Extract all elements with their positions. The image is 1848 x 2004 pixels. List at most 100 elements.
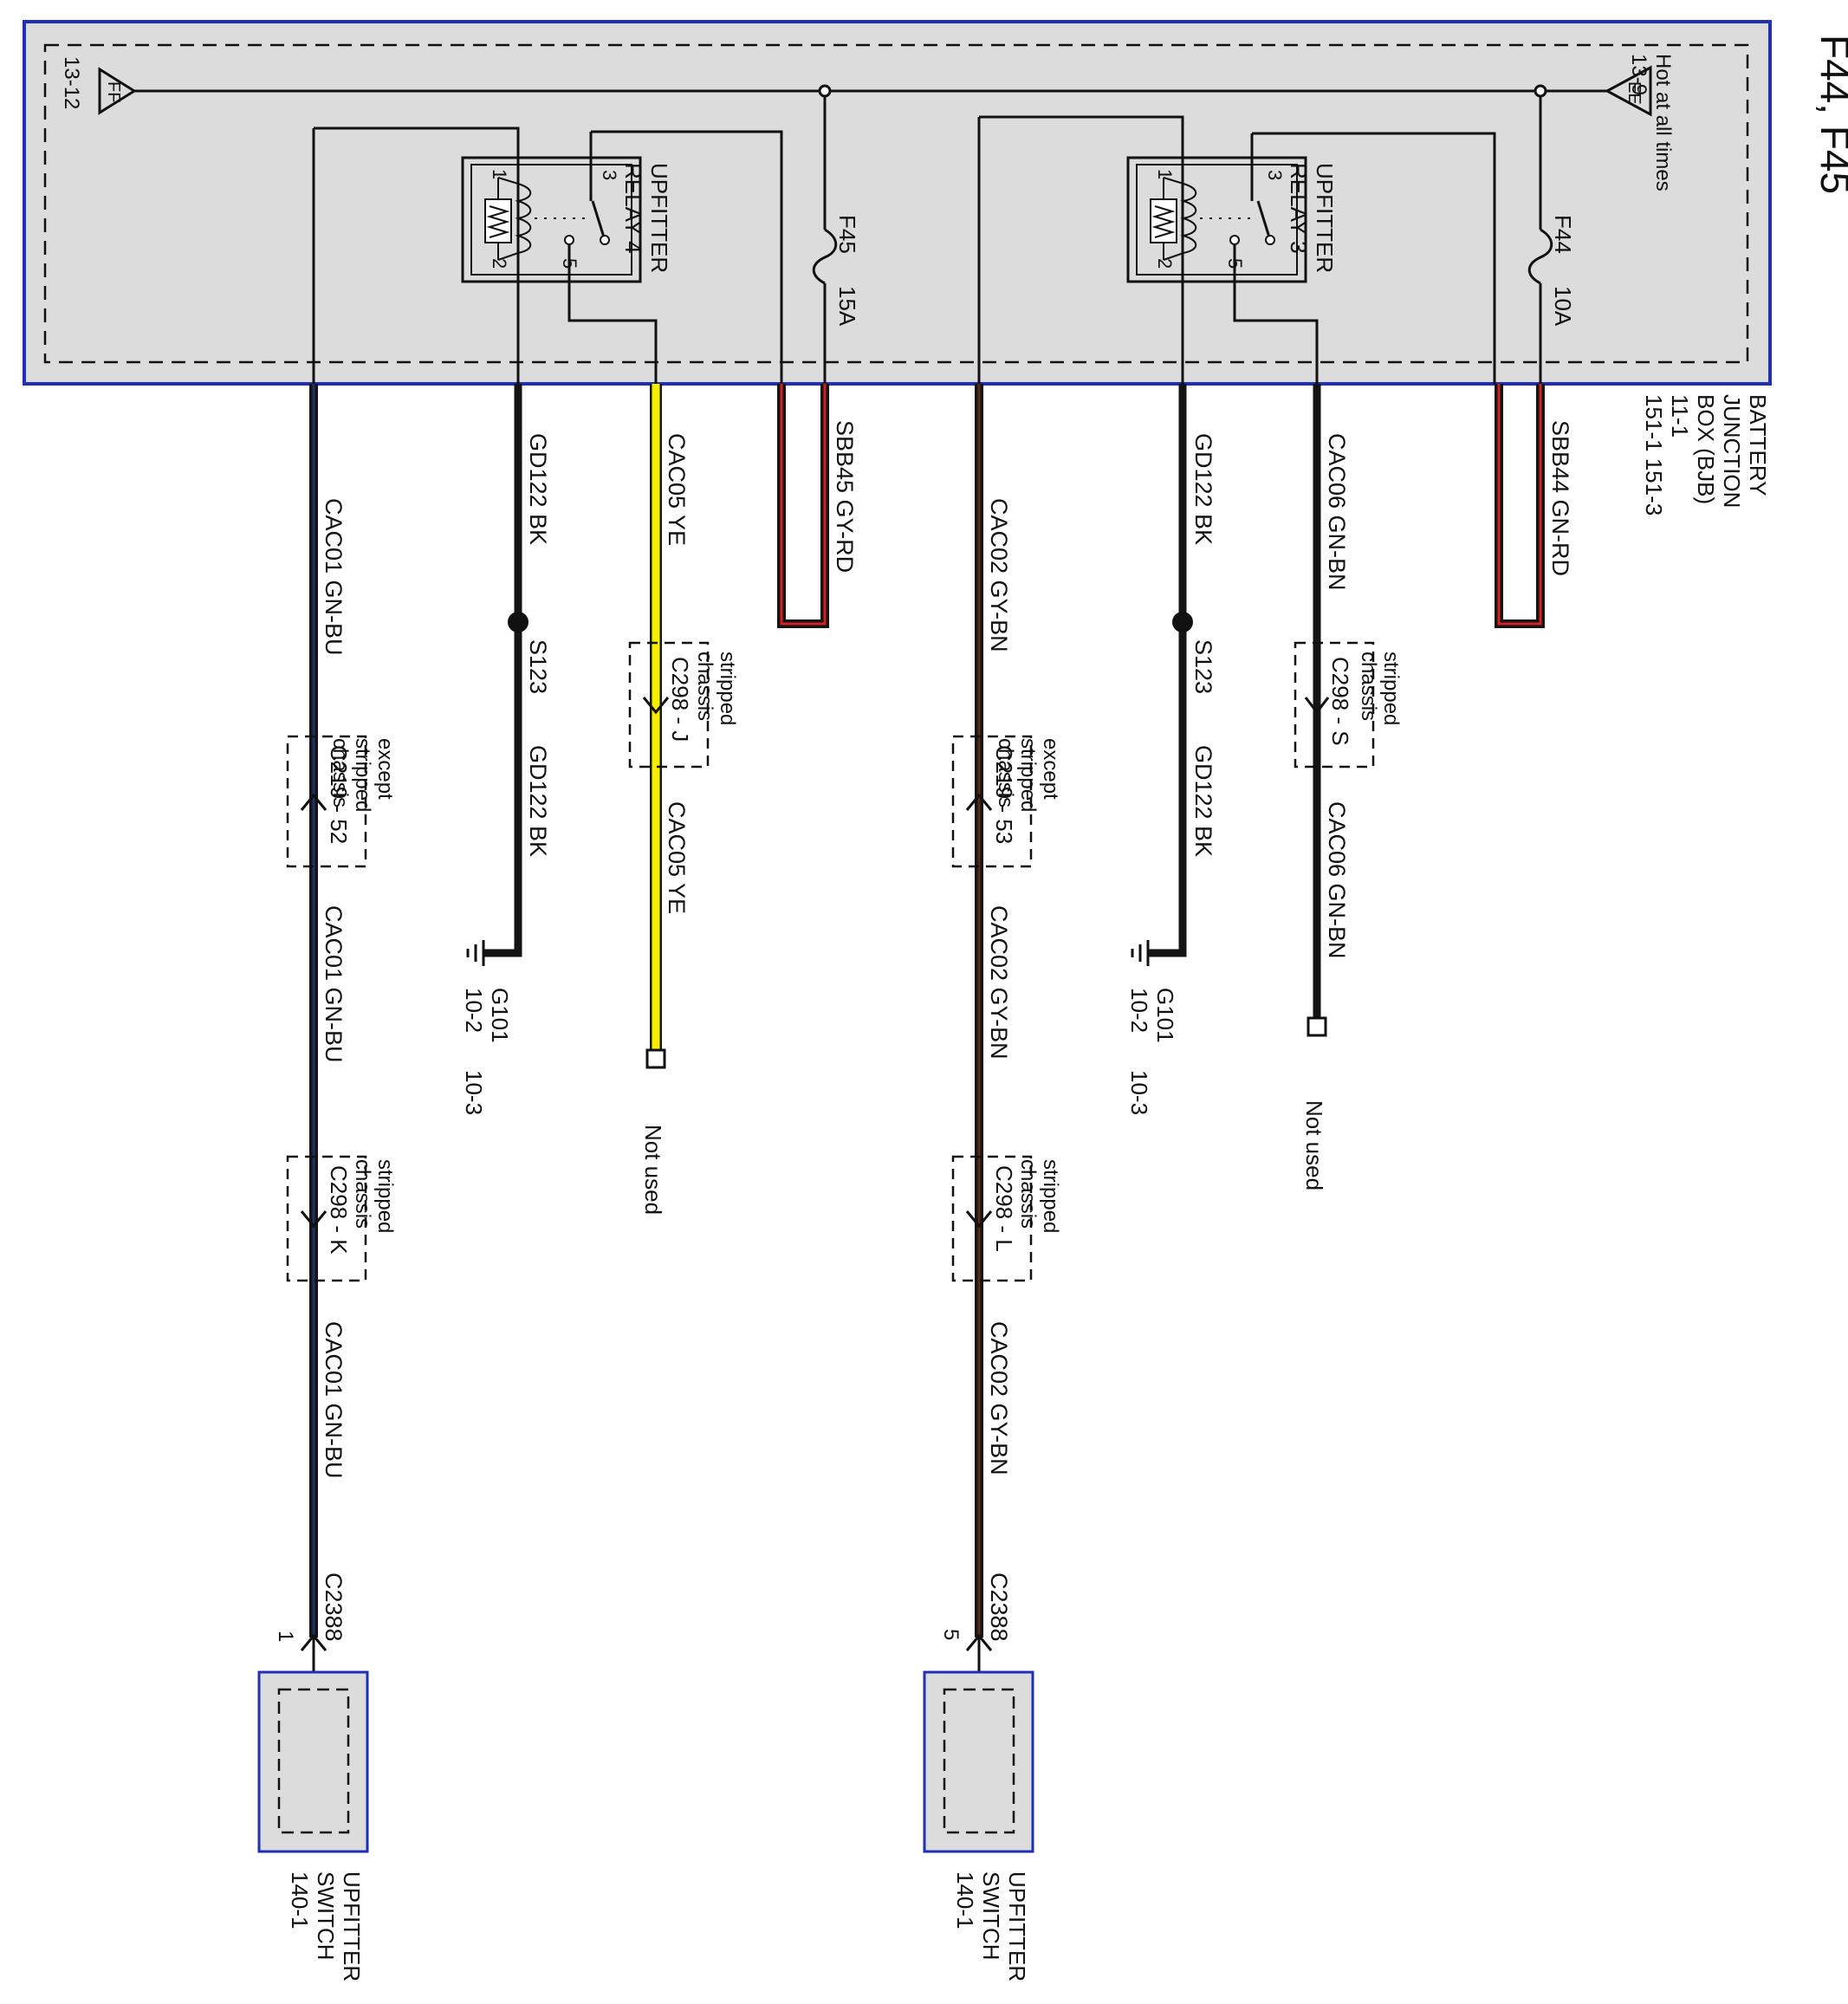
- connector-c298-l: [951, 1155, 1033, 1282]
- svg-text:exceptstrippedchassis: exceptstrippedchassis: [994, 738, 1062, 812]
- svg-text:1: 1: [489, 169, 510, 179]
- svg-text:140-1: 140-1: [952, 1871, 978, 1929]
- bjb-module-box: [23, 20, 1772, 386]
- not-used-label-left: Not used: [640, 1125, 666, 1215]
- svg-text:SWITCH: SWITCH: [978, 1871, 1004, 1961]
- ground-g101-right-label: G101 10-2 10-3: [1126, 988, 1178, 1115]
- relay-4-label: UPFITTER RELAY 4: [620, 163, 672, 273]
- wire-label-sbb45: SBB45 GY-RD: [832, 420, 858, 573]
- svg-text:2: 2: [489, 258, 510, 269]
- power-tag-ee: EE: [1624, 81, 1644, 105]
- bus-continuation-triangle-icon: [98, 67, 137, 115]
- connector-c2388-right-label: C2388: [986, 1573, 1012, 1642]
- svg-text:2: 2: [1154, 258, 1176, 269]
- cac05-termination-icon: [645, 1048, 666, 1069]
- c298-k-pin-icon: [300, 1210, 327, 1229]
- svg-text:C298 - L: C298 - L: [991, 1165, 1017, 1252]
- upfitter-switch-left-label: UPFITTER SWITCH 140-1: [287, 1871, 365, 1981]
- svg-text:RELAY 3: RELAY 3: [1286, 163, 1312, 254]
- svg-text:strippedchassis: strippedchassis: [693, 652, 739, 725]
- svg-text:RELAY 4: RELAY 4: [620, 163, 646, 254]
- ground-g101-left-icon: [466, 940, 485, 966]
- connector-c298-j: [628, 641, 710, 769]
- c2388-right-pin-icon: [965, 1633, 993, 1651]
- upfitter-switch-left: [257, 1670, 369, 1853]
- bus-junction-dot-f45: [818, 84, 832, 98]
- relay-3-label: UPFITTER RELAY 3: [1286, 163, 1338, 273]
- splice-label-s123-left: S123: [525, 639, 551, 694]
- svg-text:11-1: 11-1: [1667, 394, 1693, 438]
- svg-text:10-2: 10-2: [1126, 988, 1152, 1033]
- svg-text:F44: F44: [1550, 215, 1576, 254]
- svg-text:BATTERY: BATTERY: [1745, 394, 1771, 496]
- wire-label-cac02-1: CAC02 GY-BN: [986, 498, 1012, 652]
- wire-label-gd122-l1: GD122 BK: [525, 433, 551, 545]
- splice-label-s123-right: S123: [1190, 639, 1216, 694]
- svg-text:13-9: 13-9: [1627, 54, 1650, 95]
- fuse-f44-label: F44 10A: [1550, 215, 1576, 327]
- svg-text:G101: G101: [487, 988, 513, 1043]
- svg-text:15A: 15A: [834, 286, 860, 327]
- bus-reference-13-12: 13-12: [60, 56, 83, 109]
- svg-text:C219 - 53: C219 - 53: [991, 745, 1017, 844]
- svg-text:BOX (BJB): BOX (BJB): [1693, 394, 1719, 504]
- bus-tag-ff: FF: [104, 81, 123, 102]
- relay-3-switch-contact-icon: [1256, 200, 1272, 241]
- svg-text:exceptstrippedchassis: exceptstrippedchassis: [328, 738, 397, 812]
- svg-text:C219 - 52: C219 - 52: [326, 745, 352, 844]
- page-title: F44, F45: [1812, 35, 1848, 194]
- c298-s-pin-icon: [1304, 697, 1330, 715]
- upfitter-relay-4: 1 2 3 5: [461, 156, 642, 283]
- svg-text:10-2: 10-2: [461, 988, 487, 1033]
- svg-text:JUNCTION: JUNCTION: [1719, 394, 1745, 508]
- upfitter-switch-right-label: UPFITTER SWITCH 140-1: [952, 1871, 1030, 1981]
- wire-label-cac05-2: CAC05 YE: [664, 801, 690, 914]
- bjb-module-dashed-boundary: [43, 43, 1749, 364]
- wire-label-cac02-2: CAC02 GY-BN: [986, 905, 1012, 1060]
- wire-label-sbb44: SBB44 GN-RD: [1547, 420, 1573, 576]
- upfitter-relay-3: 1 2 3 5: [1126, 156, 1307, 283]
- wire-label-cac05-1: CAC05 YE: [664, 433, 690, 546]
- connector-c298-s: [1294, 641, 1375, 769]
- connector-c2388-left-pin: 1: [274, 1631, 297, 1642]
- svg-text:SWITCH: SWITCH: [313, 1871, 339, 1961]
- svg-text:strippedchassis: strippedchassis: [1016, 1159, 1062, 1233]
- wire-label-cac01-2: CAC01 GN-BU: [321, 905, 347, 1063]
- svg-text:Hot at all times: Hot at all times: [1651, 54, 1675, 191]
- svg-text:F45: F45: [834, 215, 860, 254]
- relay-4-resistor-icon: [484, 198, 512, 243]
- svg-text:1: 1: [1154, 169, 1176, 179]
- svg-text:strippedchassis: strippedchassis: [351, 1159, 397, 1233]
- power-source-triangle-icon: [1604, 65, 1652, 117]
- wire-sbb45: [777, 384, 829, 628]
- wire-label-gd122-r2: GD122 BK: [1190, 745, 1216, 857]
- wire-label-gd122-l2: GD122 BK: [525, 745, 551, 857]
- svg-text:UPFITTER: UPFITTER: [339, 1871, 365, 1981]
- c219-53-pin-icon: [965, 793, 993, 811]
- wire-label-gd122-r1: GD122 BK: [1190, 433, 1216, 545]
- svg-text:UPFITTER: UPFITTER: [1004, 1871, 1030, 1981]
- ground-g101-right-icon: [1131, 940, 1150, 966]
- c219-52-pin-icon: [300, 793, 327, 811]
- c298-l-pin-icon: [965, 1210, 993, 1229]
- cac06-termination-icon: [1307, 1016, 1327, 1037]
- connector-c219-53: [951, 735, 1033, 868]
- fuse-f45-label: F45 15A: [834, 215, 860, 327]
- splice-s123-right-icon: [1172, 612, 1193, 632]
- c298-j-pin-icon: [642, 697, 670, 715]
- connector-c2388-right-pin: 5: [939, 1629, 963, 1640]
- hot-at-all-times-label: Hot at all times 13-9: [1627, 54, 1675, 191]
- fuse-f44-icon: [1527, 228, 1553, 285]
- svg-text:10-3: 10-3: [461, 1070, 487, 1115]
- svg-text:strippedchassis: strippedchassis: [1357, 652, 1403, 725]
- wire-label-cac06-2: CAC06 GN-BN: [1324, 801, 1350, 959]
- bjb-label: BATTERY JUNCTION BOX (BJB) 11-1 151-1 15…: [1641, 394, 1771, 516]
- bus-junction-dot-f44: [1534, 84, 1547, 98]
- connector-c219-52: [286, 735, 367, 868]
- svg-text:UPFITTER: UPFITTER: [646, 163, 672, 273]
- svg-text:C298 - S: C298 - S: [1327, 657, 1353, 746]
- svg-text:UPFITTER: UPFITTER: [1312, 163, 1338, 273]
- relay-3-resistor-icon: [1150, 198, 1177, 243]
